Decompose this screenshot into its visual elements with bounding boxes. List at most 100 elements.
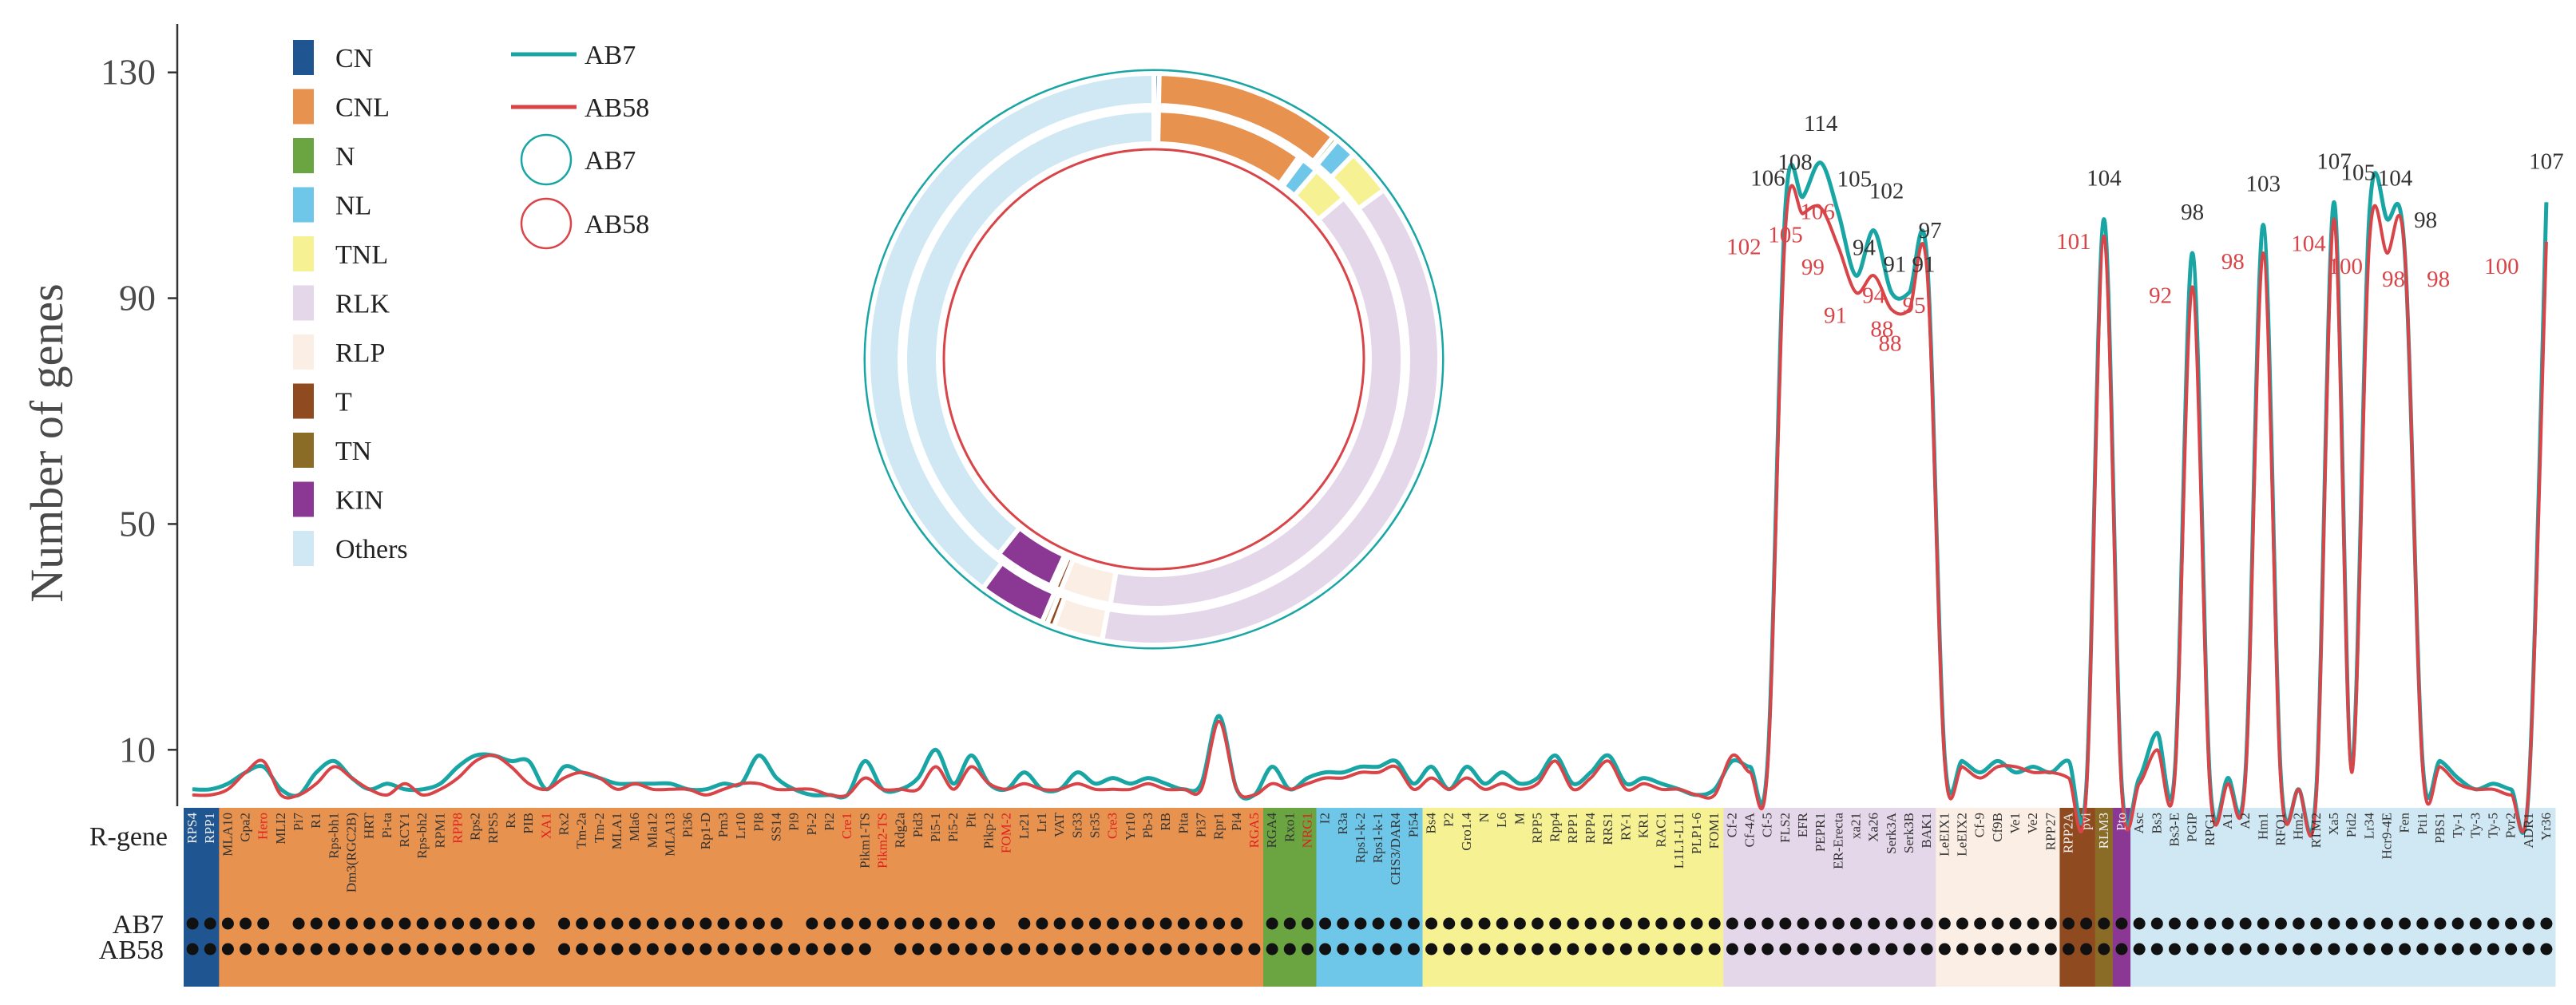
ab58-point-r1 [315, 783, 317, 785]
ab58-point-a2 [2245, 777, 2246, 779]
ab58-dot [699, 943, 712, 956]
category-band-rlk [1723, 808, 1936, 987]
gene-label: ADR1 [2521, 813, 2536, 848]
gene-label: R3a [1335, 813, 1350, 835]
gene-label: Bs3-E [2167, 813, 2182, 847]
gene-label: RPS5 [485, 813, 501, 844]
ab58-dot [1124, 943, 1137, 956]
ab58-dot [1142, 943, 1155, 956]
ab7-dot [1832, 917, 1845, 930]
ab7-point-ry-1 [1625, 783, 1627, 785]
ab7-dot [576, 917, 589, 930]
ab7-point-a2 [2245, 771, 2246, 774]
ab7-point-pid3 [917, 777, 919, 779]
ab7-dot [1142, 917, 1155, 930]
legend-swatch-kin [293, 481, 314, 517]
gene-label: RPP27 [2043, 812, 2058, 850]
gene-label: I2 [1318, 813, 1333, 824]
ab7-dot [505, 917, 517, 930]
ab7-point-pikm1-ts [864, 760, 866, 762]
ab58-dot [717, 943, 730, 956]
gene-label: Pikm2-TS [875, 813, 890, 868]
ab7-dot [381, 917, 394, 930]
ab58-dot [1938, 943, 1951, 956]
ab7-dot [1938, 917, 1951, 930]
ab58-dot [2380, 943, 2393, 956]
ab7-dot [1231, 917, 1243, 930]
legend-swatch-rlk [293, 285, 314, 321]
gene-label: Pto [2114, 813, 2129, 831]
ab58-dot [1602, 943, 1615, 956]
ab7-dot [1814, 917, 1827, 930]
gene-label: Pi-2 [804, 813, 819, 835]
ab58-dot [1673, 943, 1686, 956]
ab7-point-pgip [2192, 252, 2194, 254]
ab58-point-pikm1-ts [864, 777, 866, 779]
y-tick-label: 10 [119, 729, 156, 770]
ab58-dot [576, 943, 589, 956]
gene-label: Pi9 [787, 813, 802, 831]
ab7-point-asc [2138, 777, 2140, 779]
ab58-dot [470, 943, 482, 956]
ab7-dot [876, 917, 889, 930]
peak-label-ab7: 97 [1919, 218, 1942, 243]
ab58-dot [257, 943, 270, 956]
ab7-dot [1584, 917, 1597, 930]
ab58-dot [735, 943, 747, 956]
gene-label: Pit [963, 813, 978, 828]
ab7-dot [2399, 917, 2412, 930]
ab58-dot [434, 943, 446, 956]
ab58-dot [346, 943, 359, 956]
ab7-dot [1478, 917, 1491, 930]
legend-ring-label-ab7: AB7 [585, 146, 636, 176]
ab7-dot [2098, 917, 2110, 930]
ab58-dot [416, 943, 429, 956]
category-band-nl [1316, 808, 1423, 987]
ab7-dot [470, 917, 482, 930]
gene-label: Lr1 [1034, 813, 1049, 833]
gene-label: Pi4 [1229, 813, 1244, 831]
ab58-dot [558, 943, 571, 956]
ab58-dot [912, 943, 925, 956]
peak-label-ab7: 114 [1804, 111, 1838, 137]
peak-label-ab7: 91 [1883, 252, 1906, 278]
gene-label: Pi36 [680, 813, 696, 837]
ab58-point-pi5-1 [935, 766, 937, 768]
ab7-point-hero [263, 766, 264, 768]
ab7-dot [611, 917, 624, 930]
gene-label: N [1476, 813, 1492, 822]
ab58-point-kr1 [1643, 783, 1645, 785]
ab7-point-rpp1 [1572, 783, 1574, 785]
ab58-dot [292, 943, 305, 956]
ab7-dot [2080, 917, 2093, 930]
gene-label: Pid2 [2344, 813, 2359, 837]
ab58-point-rpp4 [1555, 760, 1556, 762]
ab7-point-leeix2 [1961, 760, 1964, 762]
ab7-dot [2027, 917, 2039, 930]
ab7-point-r3a [1342, 771, 1344, 774]
ab7-point-rlm3 [2103, 218, 2105, 220]
gene-label: Pikp-2 [981, 813, 997, 849]
gene-label: Dm3(RGC2B) [344, 813, 359, 892]
gene-label: R1 [308, 813, 323, 829]
ab58-dot [858, 943, 871, 956]
ab7-dot [1726, 917, 1738, 930]
legend-swatch-tnl [293, 236, 314, 271]
gene-label: Tm-2 [592, 813, 607, 843]
ab7-dot [947, 917, 960, 930]
peak-label-ab7: 105 [2341, 160, 2376, 186]
peak-label-ab58: 106 [1800, 199, 1835, 224]
gene-label: Fen [2397, 812, 2412, 833]
ab58-dot [771, 943, 783, 956]
gene-label: Pvr2 [2503, 813, 2519, 838]
gene-label: Xa5 [2326, 813, 2341, 835]
ab7-dot [735, 917, 747, 930]
category-band-n [1263, 808, 1318, 987]
ab7-point-xa26 [1873, 230, 1875, 231]
gene-label: Pikm1-TS [857, 813, 872, 868]
ab58-dot [1001, 943, 1013, 956]
ab58-point-pi-ta [386, 794, 388, 796]
legend-swatch-cnl [293, 89, 314, 125]
ab58-dot [628, 943, 641, 956]
ab58-point-pvi [2086, 794, 2087, 796]
